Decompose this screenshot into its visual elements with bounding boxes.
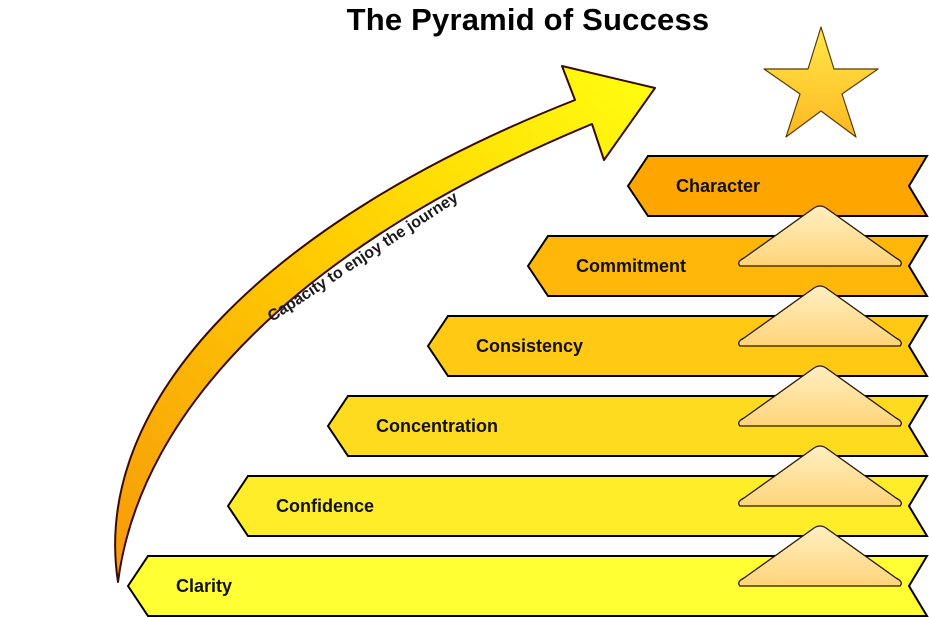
level-label-clarity: Clarity (176, 576, 232, 596)
level-band-clarity (126, 555, 929, 617)
connector-triangle (738, 365, 902, 427)
connector-triangle (738, 445, 902, 507)
level-label-character: Character (676, 176, 760, 196)
connector-triangle (738, 205, 902, 267)
connector-triangle (738, 285, 902, 347)
level-band-character (626, 155, 929, 217)
level-label-consistency: Consistency (476, 336, 583, 356)
connector-triangle (738, 525, 902, 587)
pyramid-levels: Clarity Confidence Concentration Consistenc… (126, 155, 929, 617)
level-label-concentration: Concentration (376, 416, 498, 436)
level-label-commitment: Commitment (576, 256, 686, 276)
level-band-confidence (226, 475, 929, 537)
page-title: The Pyramid of Success (346, 2, 710, 37)
star-icon (763, 26, 879, 138)
level-label-confidence: Confidence (276, 496, 374, 516)
